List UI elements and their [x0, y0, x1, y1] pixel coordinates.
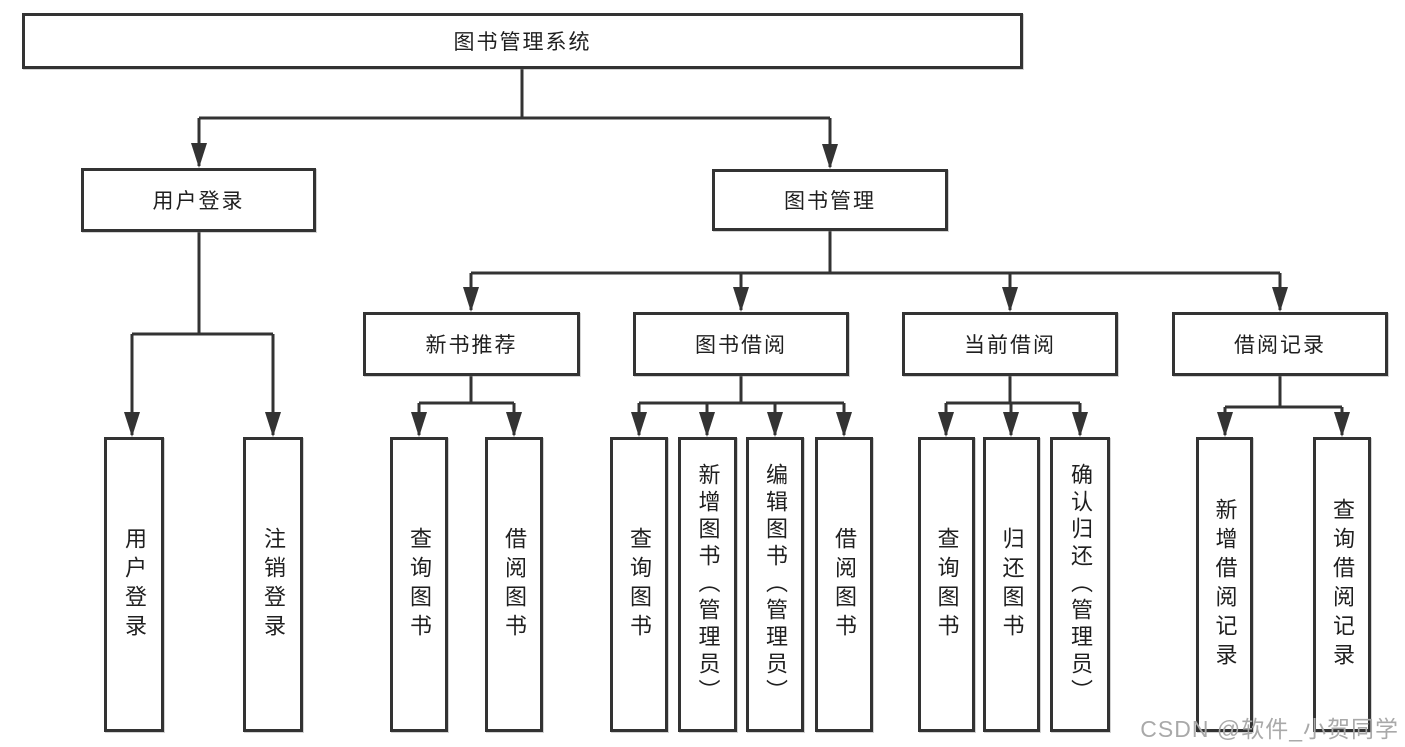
- leaf-borrow-books-borrowing: 借阅图书: [815, 437, 873, 732]
- leaf-add-borrow-record-label: 新增借阅记录: [1212, 497, 1238, 672]
- leaf-borrow-books-recommend-label: 借阅图书: [502, 526, 527, 643]
- leaf-query-books-borrowing: 查询图书: [610, 437, 668, 732]
- node-borrowing-records: 借阅记录: [1172, 312, 1388, 376]
- watermark: CSDN @软件_小贺同学: [1140, 716, 1399, 742]
- leaf-logout-login: 注销登录: [243, 437, 303, 732]
- leaf-borrow-books-borrowing-label: 借阅图书: [832, 526, 857, 643]
- node-current-borrowing: 当前借阅: [902, 312, 1118, 376]
- node-user-login-branch: 用户登录: [81, 168, 316, 232]
- leaf-query-borrow-record: 查询借阅记录: [1313, 437, 1371, 732]
- node-new-book-recommend: 新书推荐: [363, 312, 580, 376]
- leaf-add-books-admin-label: 新增图书（管理员）: [695, 463, 721, 706]
- leaf-borrow-books-recommend: 借阅图书: [485, 437, 543, 732]
- leaf-query-borrow-record-label: 查询借阅记录: [1330, 497, 1355, 672]
- node-book-management-label: 图书管理: [784, 190, 876, 213]
- leaf-query-books-recommend-label: 查询图书: [407, 526, 432, 643]
- leaf-logout-login-label: 注销登录: [261, 526, 286, 643]
- node-book-management: 图书管理: [712, 169, 948, 231]
- leaf-edit-books-admin: 编辑图书（管理员）: [746, 437, 804, 732]
- leaf-user-login-label: 用户登录: [122, 526, 147, 643]
- node-root: 图书管理系统: [22, 13, 1023, 69]
- leaf-return-books-label: 归还图书: [999, 526, 1025, 643]
- node-user-login-branch-label: 用户登录: [152, 190, 245, 213]
- leaf-confirm-return-admin: 确认归还（管理员）: [1050, 437, 1110, 732]
- leaf-query-books-current: 查询图书: [918, 437, 975, 732]
- node-book-borrowing: 图书借阅: [633, 312, 849, 376]
- leaf-user-login: 用户登录: [104, 437, 164, 732]
- node-new-book-recommend-label: 新书推荐: [425, 334, 518, 357]
- leaf-confirm-return-admin-label: 确认归还（管理员）: [1068, 463, 1093, 706]
- leaf-add-borrow-record: 新增借阅记录: [1196, 437, 1253, 732]
- leaf-edit-books-admin-label: 编辑图书（管理员）: [763, 463, 788, 706]
- leaf-query-books-recommend: 查询图书: [390, 437, 448, 732]
- leaf-return-books: 归还图书: [983, 437, 1040, 732]
- leaf-query-books-current-label: 查询图书: [934, 526, 960, 643]
- node-root-label: 图书管理系统: [453, 31, 592, 54]
- leaf-add-books-admin: 新增图书（管理员）: [678, 437, 737, 732]
- node-current-borrowing-label: 当前借阅: [964, 334, 1056, 357]
- leaf-query-books-borrowing-label: 查询图书: [627, 526, 652, 643]
- node-borrowing-records-label: 借阅记录: [1234, 334, 1326, 357]
- node-book-borrowing-label: 图书借阅: [695, 334, 787, 357]
